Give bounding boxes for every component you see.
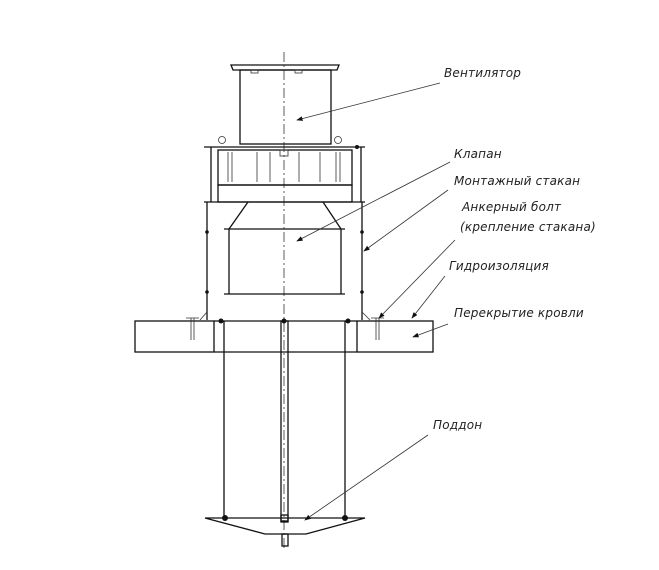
label-valve: Клапан xyxy=(454,147,502,161)
label-anchor-bolt-note: (крепление стакана) xyxy=(460,220,596,234)
label-roof-slab: Перекрытие кровли xyxy=(454,306,584,320)
label-mounting-cup: Монтажный стакан xyxy=(454,174,581,188)
leader-lines xyxy=(296,82,456,521)
label-anchor-bolt: Анкерный болт xyxy=(462,200,562,214)
label-fan: Вентилятор xyxy=(444,66,522,80)
mounting-cup xyxy=(199,201,371,321)
fan xyxy=(218,64,342,145)
roof-slab xyxy=(134,317,434,353)
label-tray: Поддон xyxy=(433,418,483,432)
label-waterproofing: Гидроизоляция xyxy=(449,259,549,273)
valve xyxy=(204,145,365,203)
drain-pipe-and-tray xyxy=(204,318,366,547)
